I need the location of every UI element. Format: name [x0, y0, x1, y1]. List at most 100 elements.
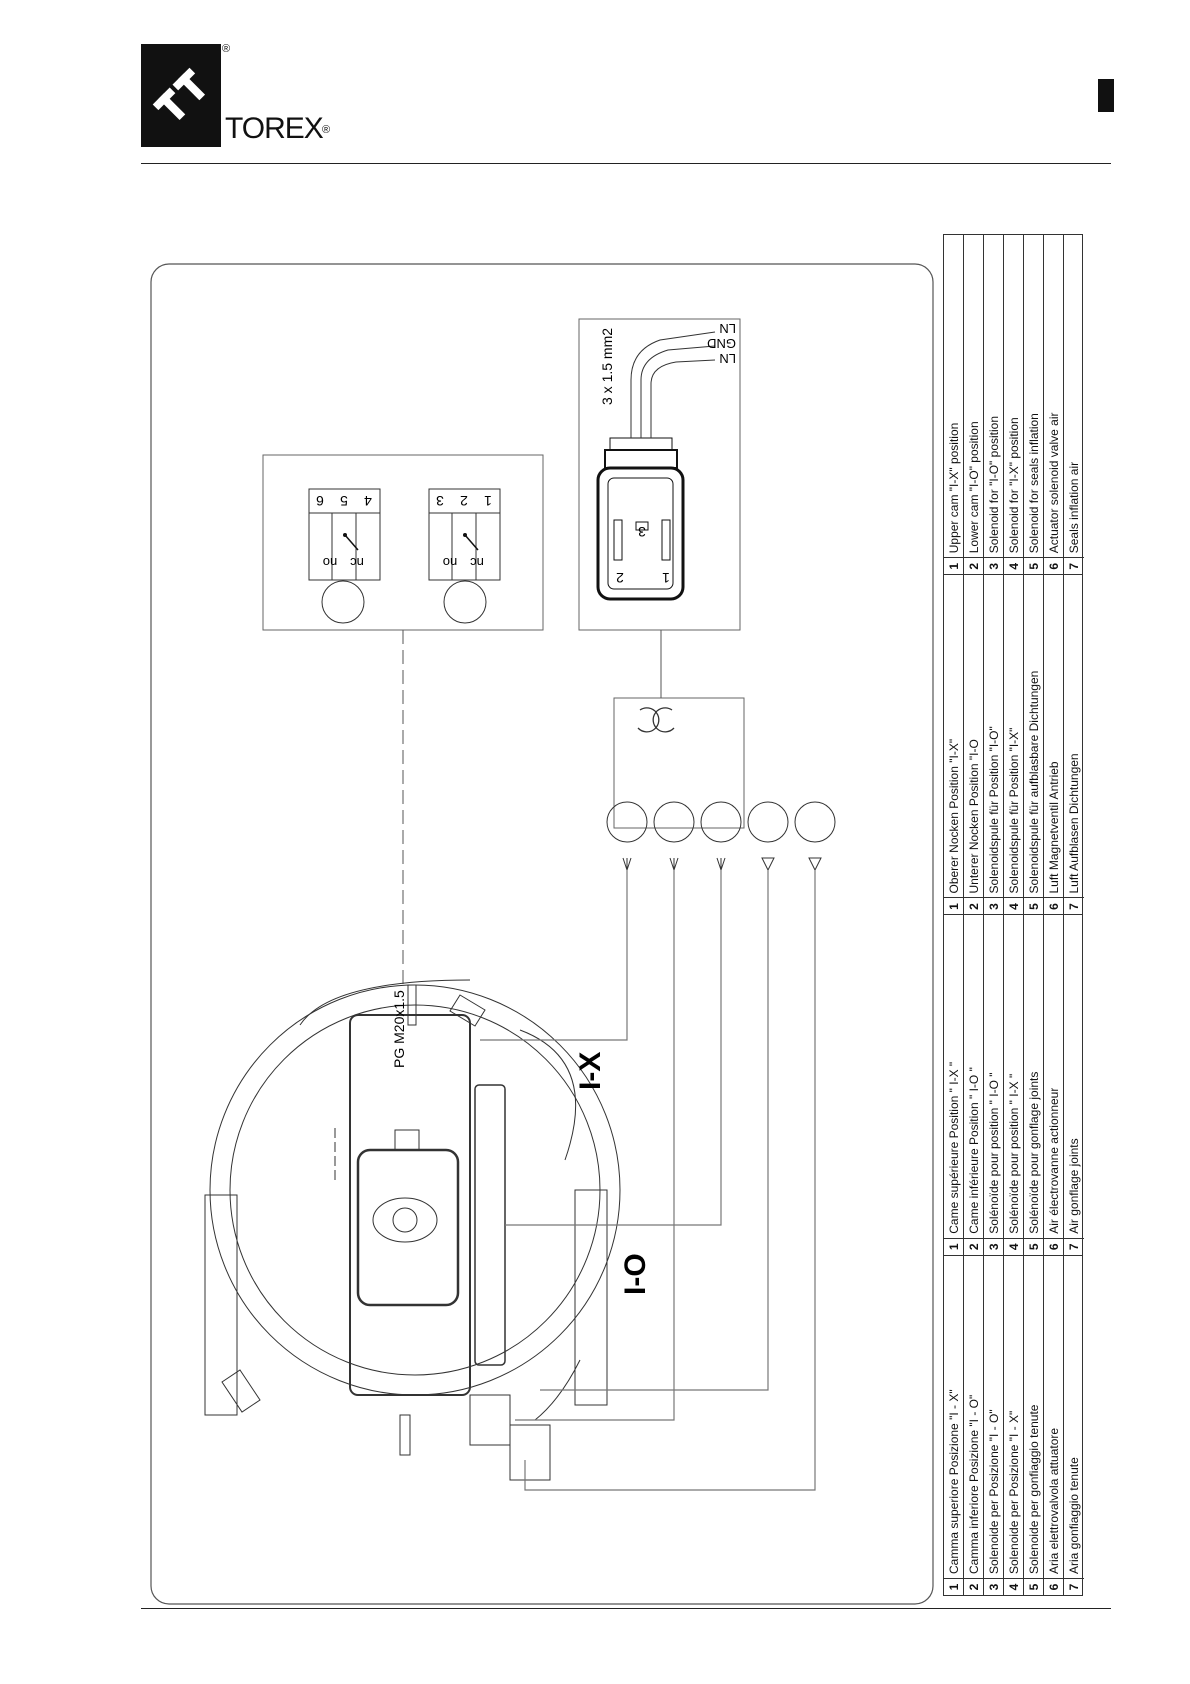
legend-number: 1 — [944, 897, 963, 915]
cam-switch-panel: 6 5 4 no nc 3 2 1 no nc — [262, 454, 544, 631]
legend-row: 4 Solenoidspule für Position "I-X" — [1004, 575, 1024, 915]
legend-text: Luft Aufblasen Dichtungen — [1067, 753, 1081, 894]
footer-divider — [141, 1608, 1111, 1609]
legend-text: Solénoïde pour gonflage joints — [1026, 1071, 1041, 1234]
legend-text: Came inférieure Position " I-O " — [966, 1067, 981, 1234]
legend-number: 2 — [964, 1237, 983, 1255]
legend-text: Oberer Nocken Position "I-X" — [946, 738, 961, 894]
legend-row: 6 Luft Magnetventil Antrieb — [1044, 575, 1064, 915]
legend-row: 7 Air gonflage joints — [1064, 916, 1084, 1255]
legend-row: 4 Solénoïde pour position " I-X " — [1004, 915, 1024, 1255]
connector-pin: 2 — [616, 570, 624, 586]
upper-cam-switch: 6 5 4 no nc — [308, 488, 381, 624]
legend-number: 2 — [964, 557, 983, 575]
switch-no-label: no — [443, 555, 457, 570]
rotate-ccw-icon — [637, 707, 660, 733]
pneumatic-pipes — [480, 870, 816, 1491]
legend-row: 5 Solénoïde pour gonflage joints — [1024, 915, 1044, 1255]
switch-no-label: no — [323, 555, 337, 570]
legend-text: Air gonflage joints — [1067, 1138, 1081, 1234]
legend-text: Unterer Nocken Position "I-O — [966, 739, 981, 894]
legend-text: Came supérieure Position " I-X " — [946, 1061, 961, 1234]
legend-number: 6 — [1044, 1237, 1063, 1255]
wire-label: LN — [719, 351, 736, 366]
switch-terminal: 6 — [316, 493, 324, 509]
switch-terminal: 3 — [436, 493, 444, 509]
legend-number: 4 — [1004, 897, 1023, 915]
legend-number: 5 — [1024, 1237, 1043, 1255]
legend-text: Air électrovanne actionneur — [1046, 1087, 1061, 1234]
switch-terminal: 2 — [460, 493, 468, 509]
legend-text: Lower cam "I-O" position — [966, 421, 981, 554]
lower-cam-switch: 3 2 1 no nc — [428, 488, 501, 624]
switch-nc-label: nc — [350, 555, 364, 570]
legend-row: 3 Solénoïde pour position " I-O " — [984, 915, 1004, 1255]
legend-row: 2 Unterer Nocken Position "I-O — [964, 575, 984, 915]
brand-registered-mark: ® — [322, 124, 331, 136]
legend-number: 6 — [1044, 557, 1063, 575]
switch-nc-label: nc — [470, 555, 484, 570]
legend-text: Solenoidspule für Position "I-X" — [1006, 727, 1021, 894]
legend-text: Solenoid for seals inflation — [1026, 413, 1041, 554]
rotation-indicator-box — [613, 697, 745, 829]
legend-text: Actuator solenoid valve air — [1046, 412, 1061, 554]
legend-number: 5 — [1024, 897, 1043, 915]
legend-row: 5 Solenoid for seals inflation — [1024, 235, 1044, 575]
legend-text: Solénoïde pour position " I-X " — [1006, 1073, 1021, 1234]
legend-text: Solenoidspule für Position "I-O" — [986, 726, 1001, 894]
diagram-frame — [150, 263, 934, 1605]
wire-label: GND — [707, 336, 736, 351]
legend-row: 2 Came inférieure Position " I-O " — [964, 915, 984, 1255]
wire-arrows — [622, 857, 822, 872]
logo-mark-icon — [152, 67, 206, 121]
legend-number: 7 — [1064, 1237, 1084, 1255]
legend-row: 6 Air électrovanne actionneur — [1044, 915, 1064, 1255]
legend-number: 3 — [984, 557, 1003, 575]
header-divider — [141, 163, 1111, 164]
legend-text: Luft Magnetventil Antrieb — [1046, 761, 1061, 894]
legend-text: Solenoid for "I-X" position — [1006, 417, 1021, 554]
position-label-io: I-O — [619, 1253, 652, 1295]
cable-spec-label: 3 x 1.5 mm2 — [599, 328, 615, 405]
legend-text: Solénoïde pour position " I-O " — [986, 1072, 1001, 1234]
torex-logo — [141, 44, 221, 147]
item-callout-circles — [606, 801, 836, 843]
solenoid-connector-panel: 2 3 1 3 x 1.5 mm2 LN GND LN — [578, 318, 741, 631]
switch-terminal: 4 — [364, 493, 372, 509]
legend-number: 1 — [944, 1237, 963, 1255]
legend-number: 4 — [1004, 1237, 1023, 1255]
legend-number: 5 — [1024, 557, 1043, 575]
legend-number: 3 — [984, 897, 1003, 915]
legend-number: 2 — [964, 897, 983, 915]
page-tab-marker — [1098, 79, 1114, 112]
legend-col-french: 1 Came supérieure Position " I-X "2 Came i… — [944, 914, 1084, 1255]
legend-number: 7 — [1064, 557, 1084, 575]
legend-number: 1 — [944, 557, 963, 575]
legend-number: 6 — [1044, 897, 1063, 915]
position-label-ix: I-X — [574, 1052, 607, 1090]
connector-pin: 3 — [638, 524, 646, 540]
switch-terminal: 1 — [484, 493, 492, 509]
legend-col-german: 1 Oberer Nocken Position "I-X"2 Unterer No… — [944, 574, 1084, 915]
brand-name: TOREX — [225, 112, 324, 145]
legend-number: 3 — [984, 1237, 1003, 1255]
valve-actuator-drawing — [204, 979, 621, 1481]
cable-gland-label: PG M20x1.5 — [391, 990, 407, 1068]
